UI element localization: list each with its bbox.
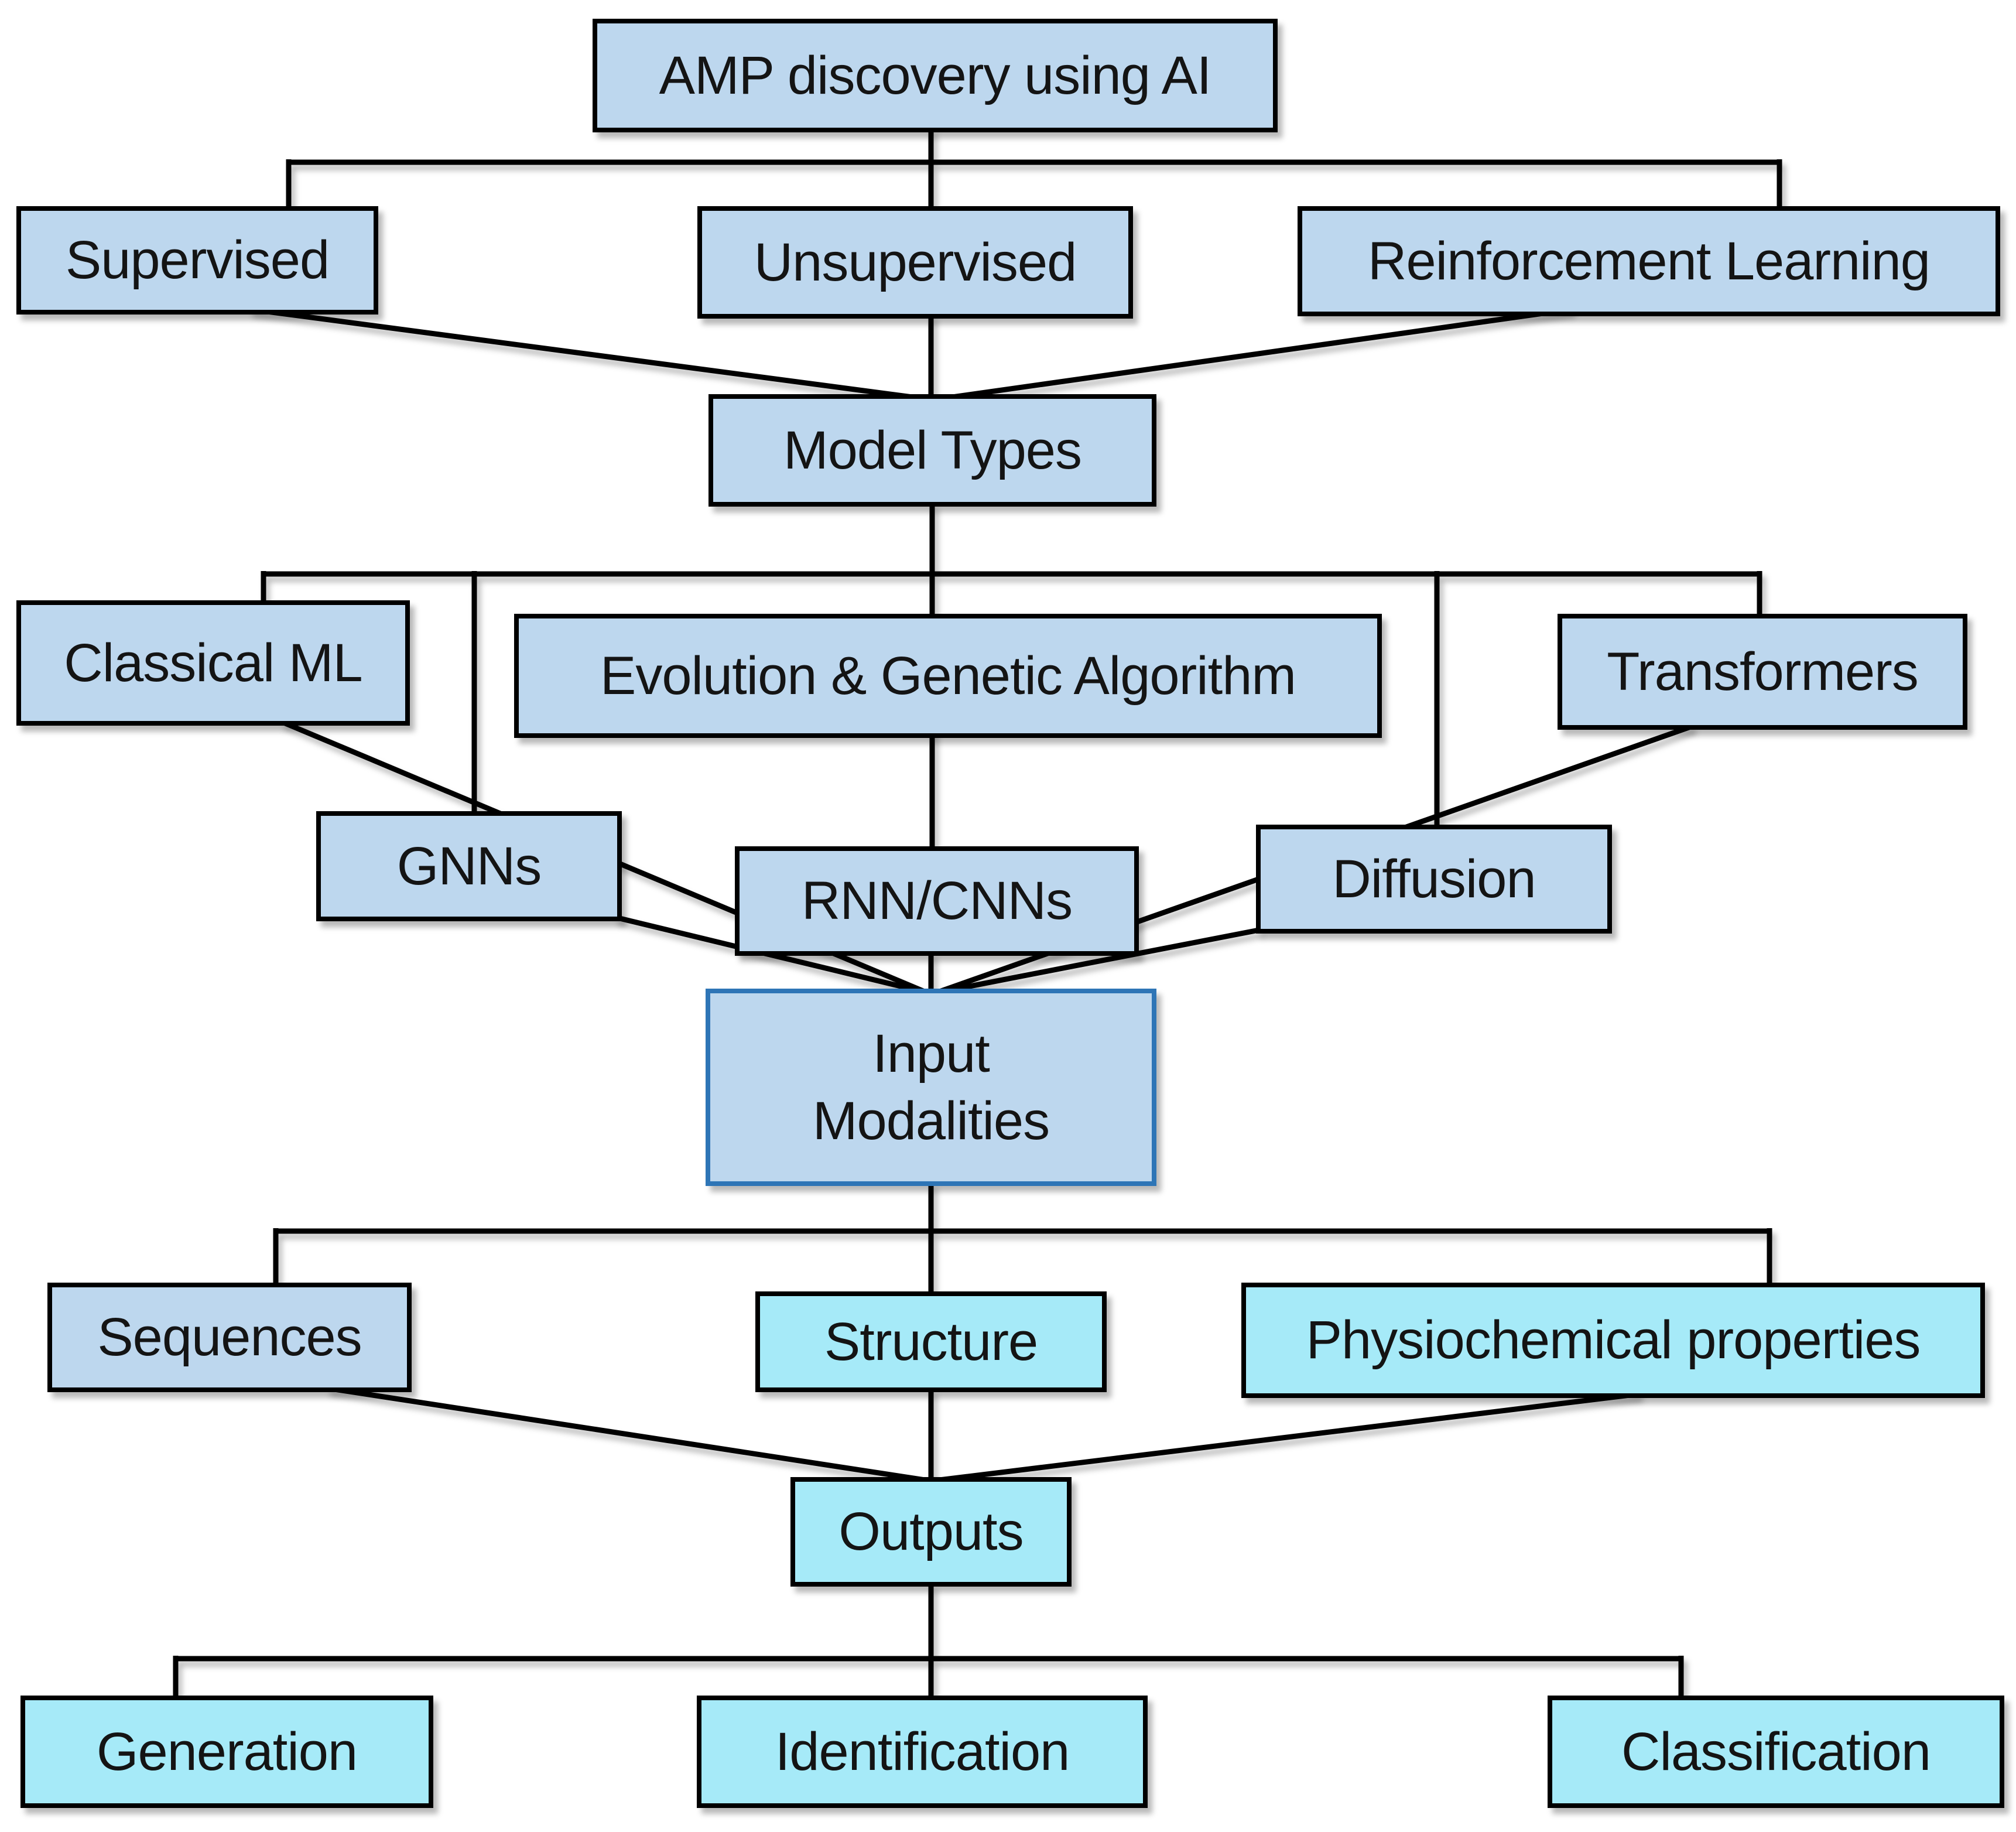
node-reinforcement-learning: Reinforcement Learning (1298, 206, 2000, 316)
node-label-amp-discovery: AMP discovery using AI (659, 45, 1212, 105)
node-label-model-types: Model Types (783, 420, 1082, 480)
node-label-diffusion: Diffusion (1332, 849, 1536, 909)
node-amp-discovery: AMP discovery using AI (593, 19, 1278, 132)
node-rnn-cnns: RNN/CNNs (735, 846, 1139, 956)
node-label-transformers: Transformers (1607, 641, 1919, 702)
node-label-rnn-cnns: RNN/CNNs (801, 871, 1073, 931)
node-structure: Structure (755, 1291, 1107, 1392)
node-label-gnns: GNNs (396, 836, 542, 896)
node-physiochemical: Physiochemical properties (1241, 1283, 1985, 1398)
node-label-generation: Generation (96, 1721, 358, 1782)
edge-sequences-to-outputs (326, 1385, 929, 1484)
node-label-classification: Classification (1621, 1721, 1931, 1782)
node-label-identification: Identification (775, 1721, 1070, 1782)
node-outputs: Outputs (790, 1477, 1072, 1587)
node-label-evolution-genetic: Evolution & Genetic Algorithm (600, 645, 1296, 706)
node-label-structure: Structure (824, 1311, 1038, 1372)
node-gnns: GNNs (316, 811, 622, 921)
edge-physiochemical-to-outputs (934, 1391, 1640, 1484)
node-identification: Identification (697, 1696, 1148, 1808)
node-label-classical-ml: Classical ML (64, 633, 362, 693)
node-input-modalities: Input Modalities (706, 989, 1156, 1186)
node-label-outputs: Outputs (838, 1502, 1024, 1561)
edge-supervised-to-model-types (249, 306, 930, 402)
node-supervised: Supervised (16, 206, 378, 315)
node-label-sequences: Sequences (97, 1307, 362, 1367)
node-evolution-genetic: Evolution & Genetic Algorithm (514, 614, 1382, 738)
node-label-physiochemical: Physiochemical properties (1306, 1310, 1921, 1370)
node-generation: Generation (20, 1696, 433, 1808)
edge-diffusion-to-input-modalities (933, 927, 1259, 996)
node-unsupervised: Unsupervised (697, 206, 1133, 319)
node-sequences: Sequences (47, 1283, 412, 1392)
node-label-supervised: Supervised (65, 230, 330, 290)
node-label-input-modalities: Input Modalities (812, 1023, 1050, 1151)
node-label-unsupervised: Unsupervised (754, 232, 1077, 292)
node-diffusion: Diffusion (1256, 825, 1612, 934)
node-classical-ml: Classical ML (16, 600, 410, 726)
node-transformers: Transformers (1558, 614, 1967, 730)
node-model-types: Model Types (708, 394, 1156, 507)
node-classification: Classification (1548, 1696, 2004, 1808)
edge-reinforcement-to-model-types (935, 306, 1573, 402)
node-label-reinforcement-learning: Reinforcement Learning (1368, 231, 1931, 291)
